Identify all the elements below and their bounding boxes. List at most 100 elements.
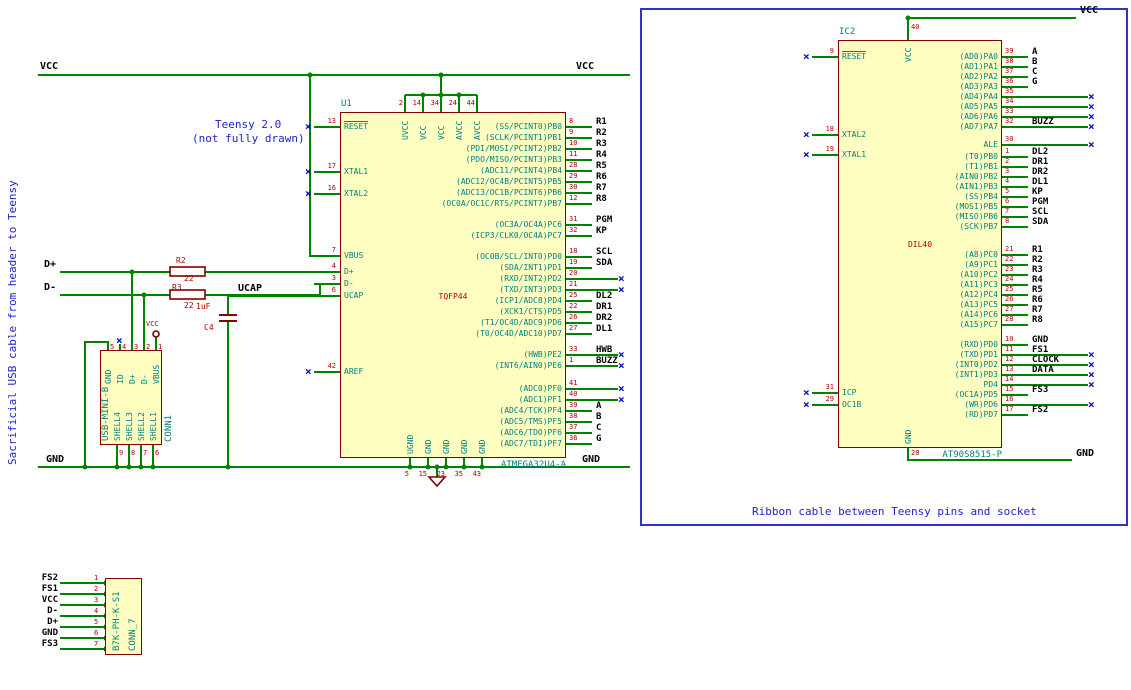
pin-name: (SCLK/PCINT1)PB1: [484, 133, 562, 142]
no-connect-icon: ×: [1088, 120, 1095, 133]
pin-name: XTAL1: [842, 150, 867, 159]
pin-number: 31: [569, 215, 578, 223]
net-label: DR1: [596, 302, 613, 312]
pin-number: 23: [436, 470, 445, 478]
pin-name: GND: [478, 439, 487, 454]
pin-number: 16: [327, 184, 336, 192]
pin-name: (SCK)PB7: [959, 222, 998, 231]
pin-number: 23: [1005, 265, 1014, 273]
pin-number: 39: [1005, 47, 1014, 55]
pin-number: 11: [569, 150, 578, 158]
pin-number: 14: [412, 99, 421, 107]
net-label: PGM: [596, 215, 613, 225]
wire-segment: [566, 224, 592, 226]
pin-number: 38: [569, 412, 578, 420]
pin-number: 19: [569, 258, 578, 266]
net-label: G: [596, 434, 602, 444]
gnd-label-left: GND: [46, 454, 65, 465]
no-connect-icon: ×: [618, 272, 625, 285]
wire-segment: [1002, 374, 1088, 376]
usb-gnd-route: [84, 341, 109, 467]
net-label: R8: [596, 194, 607, 204]
net-label: R3: [596, 139, 607, 149]
wire-segment: [1002, 86, 1028, 88]
net-label: R2: [1032, 255, 1043, 265]
pin-name: (A14)PC6: [959, 310, 998, 319]
pin-name: (AD5)PA5: [959, 102, 998, 111]
net-label: DATA: [1032, 365, 1054, 375]
u1-top-power-tie: [405, 75, 477, 96]
pin-name: SHELL4: [113, 412, 122, 441]
pin-number: 2: [94, 585, 99, 593]
wire-segment: [422, 95, 424, 112]
wire-segment: [566, 322, 592, 324]
left-cable-note: Sacrificial USB cable from header to Tee…: [6, 180, 19, 465]
wire-segment: [409, 458, 411, 467]
wire-segment: [812, 404, 838, 406]
net-label: R4: [1032, 275, 1043, 285]
wire-segment: [566, 278, 618, 280]
pin-name: ALE: [983, 140, 998, 149]
pin-number: 17: [327, 162, 336, 170]
pin-name: OC1B: [842, 400, 862, 409]
pin-name: (SS)PB4: [964, 192, 998, 201]
junction-dots: [82, 15, 911, 470]
wire-segment: [1002, 66, 1028, 68]
wire-segment: [566, 300, 592, 302]
wire-segment: [1002, 156, 1028, 158]
wire-segment: [1002, 324, 1028, 326]
pin-number: 25: [569, 291, 578, 299]
pin-number: 11: [1005, 345, 1014, 353]
wire-segment: [812, 56, 838, 58]
pin-number: 36: [569, 434, 578, 442]
pin-name: (HWB)PE2: [523, 350, 562, 359]
usb-vcc-symbol-label: VCC: [146, 320, 159, 328]
pin-number: 9: [569, 128, 574, 136]
pin-name: (A13)PC5: [959, 300, 998, 309]
pin-number: 24: [448, 99, 457, 107]
pin-name: ICP: [842, 388, 857, 397]
wire-segment: [1002, 126, 1088, 128]
pin-number: 31: [825, 383, 834, 391]
net-label: R4: [596, 150, 607, 160]
pin-number: 34: [1005, 97, 1014, 105]
no-connect-icon: ×: [1088, 110, 1095, 123]
wire-segment: [314, 283, 340, 285]
pin-name: PD4: [983, 380, 998, 389]
pin-number: 37: [569, 423, 578, 431]
no-connect-icon: ×: [618, 382, 625, 395]
no-connect-icon: ×: [116, 334, 123, 347]
net-label: FS1: [1032, 345, 1049, 355]
pin-name: (PDI/MOSI/PCINT2)PB2: [465, 144, 562, 153]
pin-name: (AIN0)PB2: [954, 172, 998, 181]
wire-segment: [566, 192, 592, 194]
pin-number: 42: [327, 362, 336, 370]
pin-number: 6: [155, 449, 160, 457]
pin-number: 41: [569, 379, 578, 387]
pin-number: 27: [569, 324, 578, 332]
pin-number: 6: [331, 286, 336, 294]
pin-name: ID: [116, 374, 125, 384]
pin-number: 4: [331, 262, 336, 270]
wire-segment: [60, 582, 105, 584]
wire-segment: [1002, 354, 1088, 356]
no-connect-icon: ×: [1088, 368, 1095, 381]
no-connect-icon: ×: [1088, 398, 1095, 411]
wire-segment: [481, 458, 483, 467]
pin-number: 22: [1005, 255, 1014, 263]
net-label: A: [1032, 47, 1038, 57]
pin-name: (ADC11/PCINT4)PB4: [480, 166, 562, 175]
pin-number: 2: [1005, 157, 1010, 165]
net-label: VCC: [41, 595, 58, 605]
pin-name: (ADC5/TMS)PF5: [499, 417, 562, 426]
wire-segment: [1002, 294, 1028, 296]
net-label: D-: [47, 606, 58, 616]
pin-number: 7: [94, 640, 99, 648]
net-label: DR2: [1032, 167, 1049, 177]
pin-name: XTAL2: [344, 189, 369, 198]
pin-number: 10: [569, 139, 578, 147]
net-label: R8: [1032, 315, 1043, 325]
pin-name: GND: [424, 439, 433, 454]
wire-segment: [566, 354, 618, 356]
pin-number: 2: [398, 99, 403, 107]
